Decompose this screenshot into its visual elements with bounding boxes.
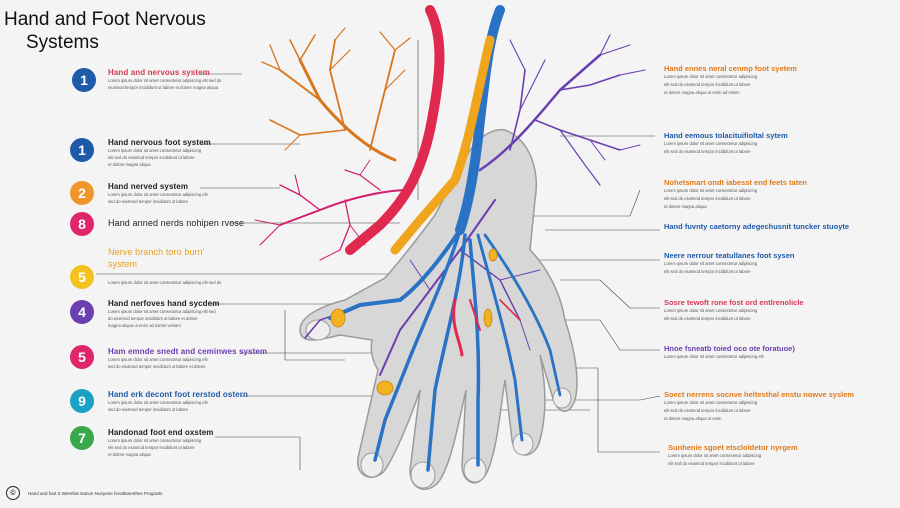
right-label-heading: Hnoe fsneatb toied oco ote foratuoe)	[664, 344, 795, 353]
label-badge-9: 9	[70, 389, 94, 413]
left-label-heading: Hand anned nerds nohipen rvose	[108, 218, 245, 228]
left-label-2: Hand nervous foot system Lorem ipsum dol…	[108, 138, 211, 168]
right-label-heading: Hand ennes neral cenmp foot syetem	[664, 64, 797, 73]
left-label-line: elit sed do eiusmod tempor incididunt ut…	[108, 445, 195, 450]
left-label-line: Lorem ipsum dolor sit amet consectetur a…	[108, 357, 208, 362]
left-label-line: sed do eiusmod tempor incididunt ut labo…	[108, 199, 189, 204]
right-label-line: Lorem ipsum dolor sit amet consectetur a…	[664, 261, 758, 266]
left-label-9: Hand erk decont foot rerstod ostern Lore…	[108, 390, 248, 413]
right-label-heading: Neere nerrour teatullanes foot sysen	[664, 251, 795, 260]
copyright-icon: ©	[6, 486, 20, 500]
left-label-line: Lorem ipsum dolor sit amet consectetur a…	[108, 78, 222, 83]
right-label-line: elit sed do eiusmod tempor incididunt ut…	[664, 408, 751, 413]
left-label-3: Hand nerved system Lorem ipsum dolor sit…	[108, 182, 208, 205]
right-label-heading: Hand eemous tolacituifioltal sytem	[664, 131, 788, 140]
right-label-heading: Sunhenie sgoet etscloldetor nyrgem	[668, 443, 798, 452]
left-label-heading: Hand nerfoves hand sycdem	[108, 299, 220, 308]
left-label-heading: Hand and nervous system	[108, 68, 210, 77]
left-label-heading: Nerve branch toro burn' system	[108, 247, 205, 269]
right-label-line: et dolore magna aliqua	[664, 204, 707, 209]
right-label-line: et dolore magna aliqua ut enim ad minim	[664, 90, 740, 95]
left-label-line: et dolore magna aliqua	[108, 162, 151, 167]
orange-nerve-branches	[261, 27, 411, 162]
right-label-7: Hnoe fsneatb toied oco ote foratuoe) Lor…	[664, 344, 795, 361]
label-badge-7: 4	[70, 300, 94, 324]
left-label-line: elit sed do eiusmod tempor incididunt ut…	[108, 155, 195, 160]
right-label-line: elit sed do eiusmod tempor incididunt ut…	[664, 149, 751, 154]
right-label-9: Sunhenie sgoet etscloldetor nyrgem Lorem…	[668, 443, 798, 468]
left-label-4: Hand anned nerds nohipen rvose	[108, 218, 244, 228]
left-label-line: Lorem ipsum dolor sit amet consectetur a…	[108, 148, 202, 153]
right-label-heading: Hand fuvnty caetorny adegechusnit tuncke…	[664, 222, 850, 231]
left-label-line: Lorem ipsum dolor sit amet consectetur a…	[108, 438, 202, 443]
right-label-5: Neere nerrour teatullanes foot sysen Lor…	[664, 251, 794, 276]
left-label-heading: Handonad foot end oxstem	[108, 428, 214, 437]
label-badge-6: 5	[70, 265, 94, 289]
label-badge-2: 1	[70, 138, 94, 162]
red-finger-nerves	[452, 298, 521, 357]
left-label-line: Lorem ipsum dolor sit amet consectetur a…	[108, 309, 216, 314]
right-label-heading: Nohetsmart ondt iabesst end feets taten	[664, 178, 807, 187]
left-label-line: Lorem ipsum dolor sit amet consectetur a…	[108, 400, 208, 405]
footer: © Hand and foot S Werehat stanon Nunyene…	[6, 486, 164, 500]
left-label-6: Lorem ipsum dolor sit amet consectetur a…	[108, 279, 221, 286]
right-label-line: Lorem ipsum dolor sit amet consectetur a…	[668, 453, 762, 458]
left-label-heading: Hand nerved system	[108, 182, 189, 191]
right-label-3: Nohetsmart ondt iabesst end feets taten …	[664, 178, 807, 211]
left-label-1: Hand and nervous system Lorem ipsum dolo…	[108, 68, 221, 91]
left-label-heading: Ham emnde snedt and ceminwes system	[108, 347, 268, 356]
label-badge-8: 5	[70, 345, 94, 369]
right-label-line: Lorem ipsum dolor sit amet consectetur a…	[664, 188, 758, 193]
blue-finger-nerves	[328, 228, 562, 472]
title-line-2: Systems	[26, 32, 99, 53]
ganglia-nodes	[330, 248, 498, 396]
left-label-heading: Hand nervous foot system	[108, 138, 211, 147]
right-label-line: elit sed do eiusmod tempor incididunt ut…	[664, 196, 751, 201]
left-label-line: eiusmod tempor incididunt ut labore et d…	[108, 85, 219, 90]
right-label-2: Hand eemous tolacituifioltal sytem Lorem…	[664, 131, 788, 156]
right-label-line: elit sed do eiusmod tempor incididunt ut…	[664, 316, 751, 321]
right-label-4: Hand fuvnty caetorny adegechusnit tuncke…	[664, 222, 849, 231]
right-label-line: Lorem ipsum dolor sit amet consectetur a…	[664, 141, 758, 146]
left-label-heading: Hand erk decont foot rerstod ostern	[108, 390, 248, 399]
left-label-line: et dolore magna aliqua	[108, 452, 151, 457]
left-label-line: sed do eiusmod tempor incididunt ut labo…	[108, 407, 189, 412]
page-title: Hand and Foot Nervous Systems	[4, 8, 234, 54]
left-label-5: Nerve branch toro burn' system	[108, 246, 218, 270]
right-label-6: Sosre tewoft rone fost ord entlrenolicle…	[664, 298, 804, 323]
right-label-line: elit sed do eiusmod tempor incididunt ut…	[668, 461, 755, 466]
right-label-line: Lorem ipsum dolor sit amet consectetur a…	[664, 400, 758, 405]
right-label-line: elit sed do eiusmod tempor incididunt ut…	[664, 82, 751, 87]
left-label-10: Handonad foot end oxstem Lorem ipsum dol…	[108, 428, 214, 458]
right-label-heading: Soect nerrens socnve heltesthal enstu no…	[664, 390, 855, 399]
magenta-nerve-branches	[254, 159, 411, 261]
right-label-line: Lorem ipsum dolor sit amet consectetur a…	[664, 308, 758, 313]
left-label-line: magna aliqua ut enim ad minim veniam	[108, 323, 181, 328]
left-label-line: Lorem ipsum dolor sit amet consectetur a…	[108, 280, 222, 285]
left-label-line: sed do eiusmod tempor incididunt ut labo…	[108, 364, 206, 369]
hand-silhouette	[299, 128, 578, 490]
fingernails	[305, 319, 572, 489]
right-label-1: Hand ennes neral cenmp foot syetem Lorem…	[664, 64, 797, 97]
left-label-line: do eiusmod tempor incididunt ut labore e…	[108, 316, 198, 321]
right-label-line: Lorem ipsum dolor sit amet consectetur a…	[664, 74, 758, 79]
label-badge-1: 1	[72, 68, 96, 92]
title-line-1: Hand and Foot Nervous	[4, 9, 206, 30]
footer-text: Hand and foot S Werehat stanon Nunyene h…	[28, 490, 164, 496]
yellow-trunk-nerve	[390, 35, 495, 255]
left-label-8: Ham emnde snedt and ceminwes system Lore…	[108, 347, 267, 370]
left-label-line: Lorem ipsum dolor sit amet consectetur a…	[108, 192, 208, 197]
label-badge-10: 7	[70, 426, 94, 450]
label-badge-4: 8	[70, 212, 94, 236]
right-label-line: Lorem ipsum dolor sit amet consectetur a…	[664, 354, 764, 359]
left-label-7: Hand nerfoves hand sycdem Lorem ipsum do…	[108, 299, 219, 329]
right-label-line: et dolore magna aliqua ut enim	[664, 416, 722, 421]
red-main-nerve	[345, 5, 445, 255]
label-badge-3: 2	[70, 181, 94, 205]
right-label-heading: Sosre tewoft rone fost ord entlrenolicle	[664, 298, 804, 307]
right-label-line: elit sed do eiusmod tempor incididunt ut…	[664, 269, 751, 274]
right-label-8: Soect nerrens socnve heltesthal enstu no…	[664, 390, 854, 423]
